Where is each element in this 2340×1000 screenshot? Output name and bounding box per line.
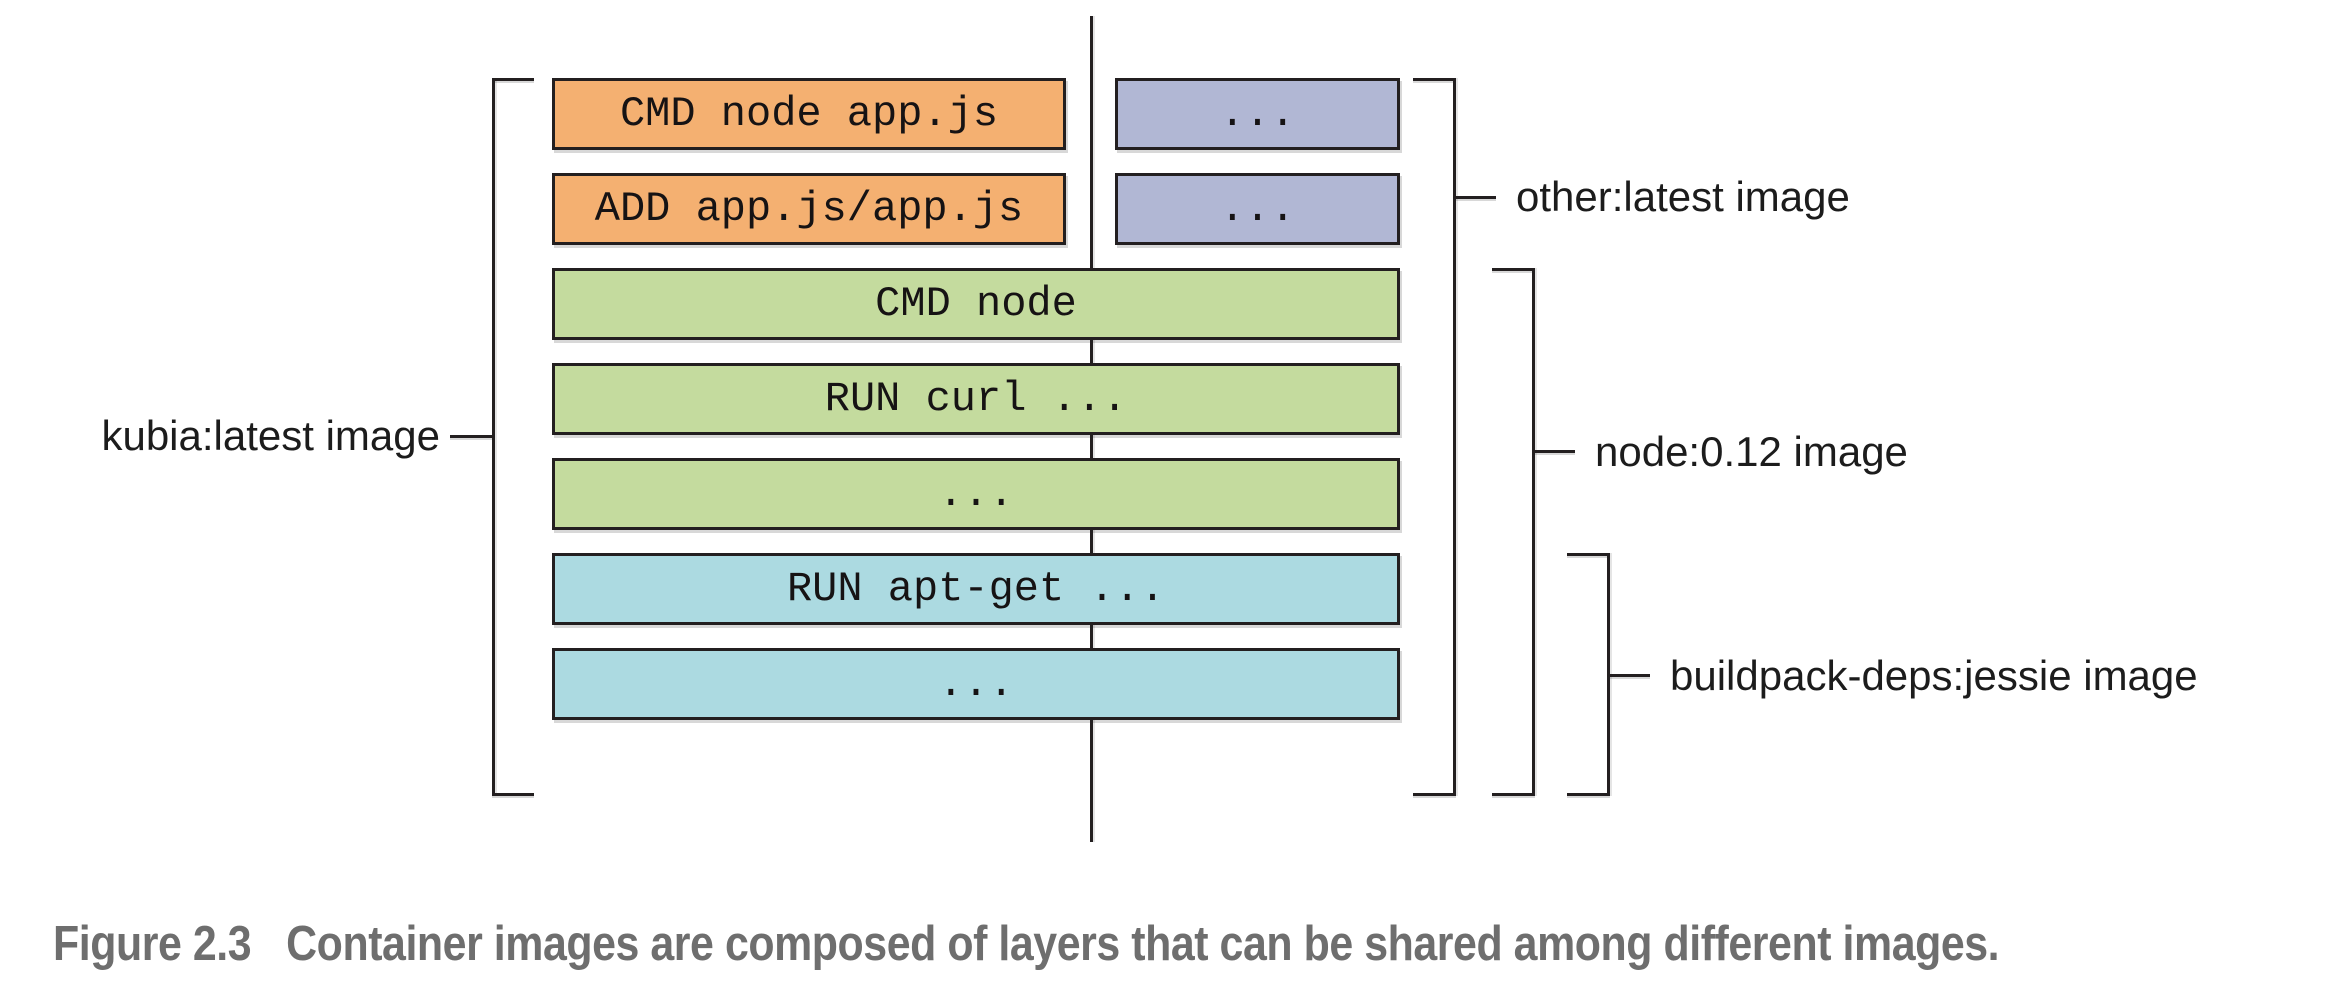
label-buildpack-deps-jessie-image: buildpack-deps:jessie image bbox=[1670, 652, 2198, 699]
bracket-other-vertical bbox=[1453, 78, 1456, 796]
layer-box-run-aptget: RUN apt-get ... bbox=[552, 553, 1400, 625]
layer-box-cmd-node-appjs: CMD node app.js bbox=[552, 78, 1066, 150]
figure-caption: Figure 2.3 Container images are composed… bbox=[53, 912, 2000, 976]
layer-box-run-curl: RUN curl ... bbox=[552, 363, 1400, 435]
layer-box-other-second: ... bbox=[1115, 173, 1400, 245]
figure-caption-number: Figure 2.3 bbox=[53, 917, 252, 971]
bracket-node-bottom-tick bbox=[1492, 793, 1535, 796]
layer-box-other-top: ... bbox=[1115, 78, 1400, 150]
layer-box-buildpack-ellipsis: ... bbox=[552, 648, 1400, 720]
layer-box-add-appjs: ADD app.js/app.js bbox=[552, 173, 1066, 245]
layer-box-node-ellipsis: ... bbox=[552, 458, 1400, 530]
label-node-012-image: node:0.12 image bbox=[1595, 428, 1908, 475]
bracket-buildpack-top-tick bbox=[1567, 553, 1610, 556]
label-kubia-latest-image: kubia:latest image bbox=[101, 412, 440, 459]
bracket-other-label-tick bbox=[1453, 196, 1496, 199]
bracket-buildpack-bottom-tick bbox=[1567, 793, 1610, 796]
bracket-node-top-tick bbox=[1492, 268, 1535, 271]
layer-box-cmd-node: CMD node bbox=[552, 268, 1400, 340]
label-other-latest-image: other:latest image bbox=[1516, 173, 1850, 220]
bracket-other-bottom-tick bbox=[1413, 793, 1456, 796]
bracket-buildpack-label-tick bbox=[1607, 674, 1650, 677]
bracket-kubia-bottom-tick bbox=[492, 793, 534, 796]
bracket-kubia-top-tick bbox=[492, 78, 534, 81]
bracket-kubia-vertical bbox=[492, 78, 495, 796]
bracket-node-vertical bbox=[1532, 268, 1535, 796]
figure-caption-text: Container images are composed of layers … bbox=[286, 917, 2000, 971]
bracket-node-label-tick bbox=[1532, 450, 1575, 453]
bracket-other-top-tick bbox=[1413, 78, 1456, 81]
bracket-kubia-label-tick bbox=[450, 435, 492, 438]
